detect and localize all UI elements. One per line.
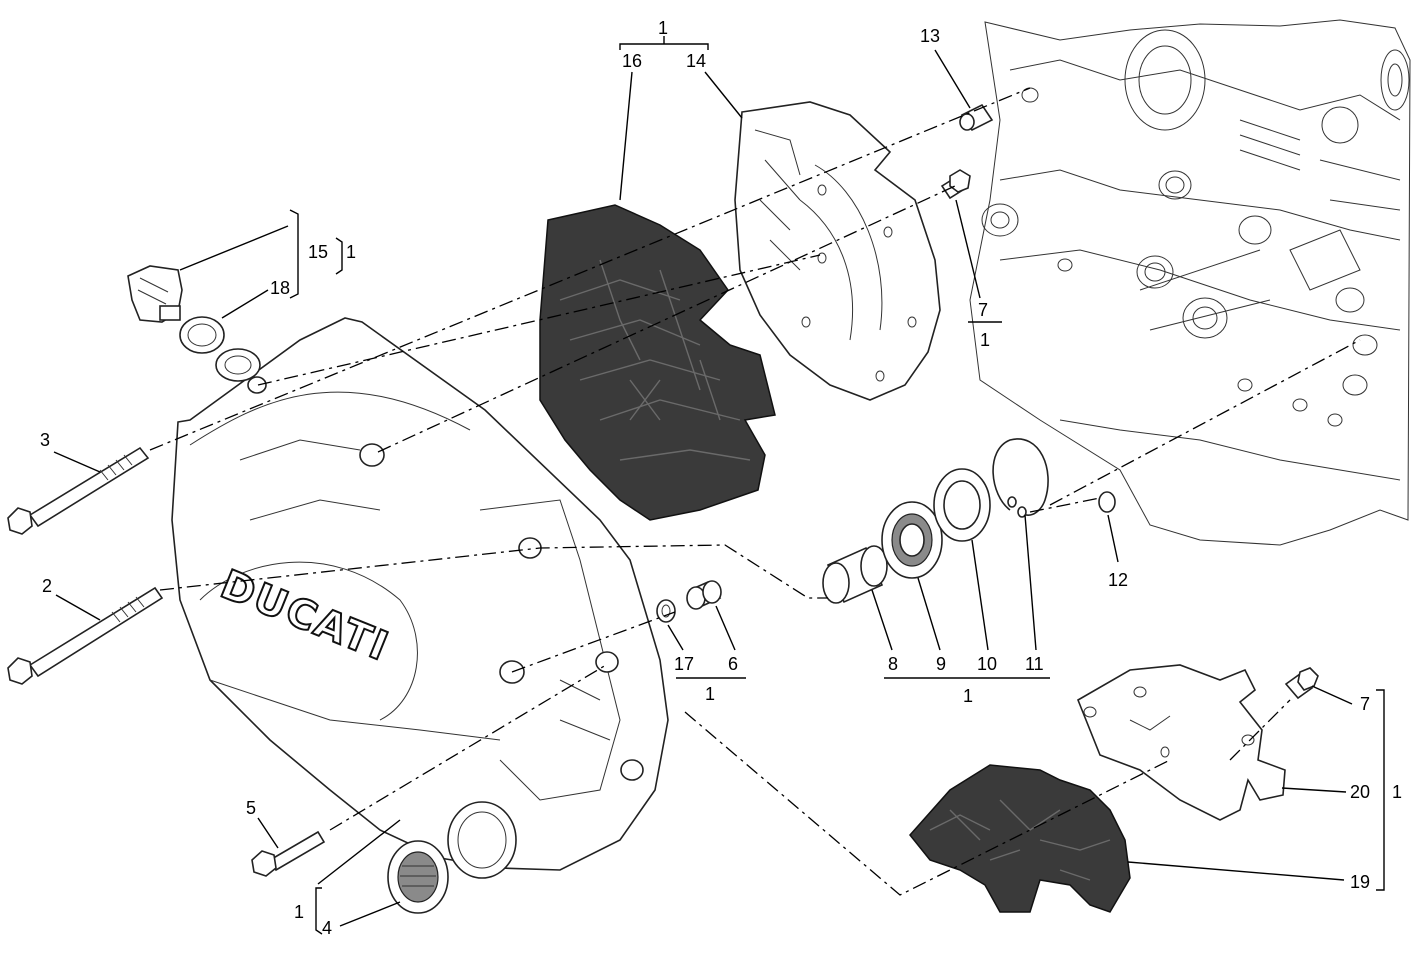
clutch-cover: DUCATI [171,317,669,879]
bearing-9 [881,501,943,579]
callout-7-top-group: 1 [980,330,990,350]
callout-7-right: 7 [1360,694,1370,714]
cover-20 [1076,664,1286,821]
callout-5: 5 [246,798,256,818]
callout-11: 11 [1025,654,1044,674]
callout-labels: 1 16 14 13 15 1 18 3 2 7 1 12 17 6 1 8 9… [40,18,1402,938]
callout-8: 8 [888,654,898,674]
callout-2: 2 [42,576,52,596]
engine-crankcase [969,19,1411,546]
callout-4: 4 [322,918,332,938]
callout-3: 3 [40,430,50,450]
callout-14: 14 [686,51,706,71]
plate-14 [734,101,941,401]
bushing-8 [822,545,888,604]
callout-15-group: 1 [346,242,356,262]
callout-18: 18 [270,278,290,298]
callout-17: 17 [674,654,694,674]
screw-5 [251,830,326,877]
insulation-panel-19 [909,764,1131,913]
screw-7-right [1284,667,1319,700]
seal-4 [387,840,449,914]
screw-7-top [940,169,971,200]
circlip-11 [992,438,1049,518]
callout-12: 12 [1108,570,1128,590]
callout-1-bottom: 1 [294,902,304,922]
o-ring-18 [179,316,225,354]
callout-13: 13 [920,26,940,46]
callout-19: 19 [1350,872,1370,892]
oil-filler-plug [127,265,183,323]
washer-17 [656,599,676,623]
callout-17-6-group: 1 [705,684,715,704]
callout-10: 10 [977,654,997,674]
callout-20-group: 1 [1392,782,1402,802]
callout-15: 15 [308,242,328,262]
leader-lines [53,36,1385,935]
dowel-13 [959,103,994,132]
callout-6: 6 [728,654,738,674]
plug-6 [686,580,722,610]
callout-16: 16 [622,51,642,71]
screw-2 [7,586,164,685]
callout-7-top: 7 [978,300,988,320]
callout-9: 9 [936,654,946,674]
callout-20: 20 [1350,782,1370,802]
insulation-panel-16 [539,204,776,521]
callout-8-11-group: 1 [963,686,973,706]
alignment-lines [149,87,1361,896]
callout-1-top: 1 [658,18,668,38]
o-ring-12 [1098,491,1116,513]
washer-10 [933,468,991,542]
screw-3 [7,446,150,535]
